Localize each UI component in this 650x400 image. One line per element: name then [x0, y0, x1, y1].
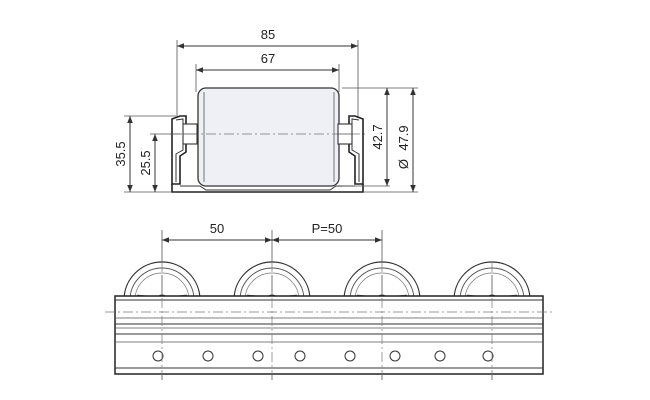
base-channel — [171, 184, 364, 193]
side-view: 50 P=50 — [105, 221, 553, 380]
dim-label-35-5: 35.5 — [113, 141, 128, 166]
mounting-hole — [294, 350, 306, 362]
mounting-hole — [152, 350, 164, 362]
right-bracket — [348, 115, 364, 185]
mounting-hole — [434, 350, 446, 362]
mounting-hole — [482, 350, 494, 362]
mounting-holes — [152, 350, 494, 362]
mounting-hole — [202, 350, 214, 362]
roller-body — [197, 87, 340, 187]
mounting-hole — [389, 350, 401, 362]
dim-label-85: 85 — [261, 27, 275, 42]
cross-section-view: 85 67 42.7 47.9 — [113, 27, 418, 193]
dim-label-spacing: 50 — [210, 221, 224, 236]
diameter-symbol: Ø — [396, 159, 411, 169]
dim-label-pitch: P=50 — [312, 221, 343, 236]
dim-label-47-9: 47.9 — [396, 125, 411, 150]
dim-label-42-7: 42.7 — [370, 124, 385, 149]
mounting-hole — [252, 350, 264, 362]
mounting-hole — [344, 350, 356, 362]
left-bracket — [171, 115, 187, 185]
rail-body — [114, 295, 544, 375]
dim-label-25-5: 25.5 — [138, 150, 153, 175]
dim-label-67: 67 — [261, 51, 275, 66]
